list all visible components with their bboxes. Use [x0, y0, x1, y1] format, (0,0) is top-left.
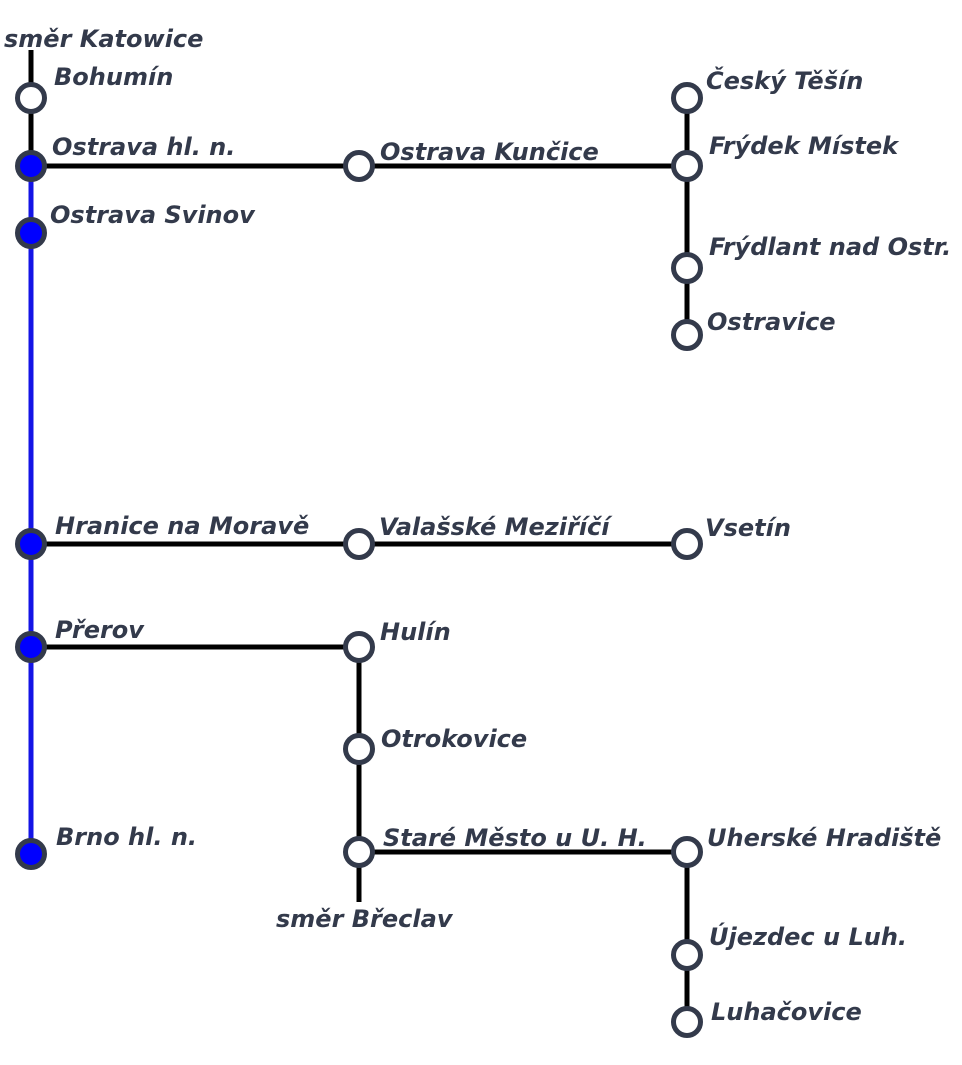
- station-labels: směr Katowice Bohumín Ostrava hl. n. Ost…: [4, 25, 951, 1026]
- label-luhacovice: Luhačovice: [711, 998, 862, 1026]
- station-nodes: [15, 82, 703, 1038]
- node-frydek-mistek: [671, 150, 703, 182]
- label-stare-mesto: Staré Město u U. H.: [383, 824, 647, 852]
- label-smer-breclav: směr Břeclav: [276, 905, 454, 933]
- node-luhacovice: [671, 1006, 703, 1038]
- label-hulin: Hulín: [380, 618, 451, 646]
- node-hulin: [343, 631, 375, 663]
- node-prerov: [15, 631, 47, 663]
- node-uherske-hradiste: [671, 836, 703, 868]
- label-frydek-mistek: Frýdek Místek: [709, 132, 900, 160]
- node-ujezdec: [671, 939, 703, 971]
- label-brno: Brno hl. n.: [56, 823, 197, 851]
- node-ostrava-kuncice: [343, 150, 375, 182]
- node-cesky-tesin: [671, 82, 703, 114]
- node-ostrava-hl-n: [15, 150, 47, 182]
- node-bohumin: [15, 82, 47, 114]
- label-ostravice: Ostravice: [707, 308, 836, 336]
- node-brno: [15, 838, 47, 870]
- label-uherske-hradiste: Uherské Hradiště: [707, 824, 941, 852]
- label-bohumin: Bohumín: [54, 63, 173, 91]
- node-vsetin: [671, 528, 703, 560]
- label-hranice: Hranice na Moravě: [55, 512, 309, 540]
- label-ostrava-svinov: Ostrava Svinov: [50, 201, 256, 229]
- label-vsetin: Vsetín: [705, 514, 791, 542]
- label-ostrava-kuncice: Ostrava Kunčice: [380, 138, 599, 166]
- label-ostrava-hl-n: Ostrava hl. n.: [52, 133, 235, 161]
- label-smer-katowice: směr Katowice: [4, 25, 203, 53]
- node-ostrava-svinov: [15, 217, 47, 249]
- node-stare-mesto: [343, 836, 375, 868]
- node-frydlant: [671, 252, 703, 284]
- node-ostravice: [671, 319, 703, 351]
- label-cesky-tesin: Český Těšín: [706, 65, 863, 95]
- node-valasske-mezirici: [343, 528, 375, 560]
- label-frydlant: Frýdlant nad Ostr.: [709, 233, 951, 261]
- node-otrokovice: [343, 733, 375, 765]
- label-valasske-mezirici: Valašské Meziříčí: [379, 513, 613, 541]
- label-ujezdec: Újezdec u Luh.: [709, 921, 907, 951]
- label-otrokovice: Otrokovice: [381, 725, 527, 753]
- node-hranice: [15, 528, 47, 560]
- label-prerov: Přerov: [55, 616, 145, 644]
